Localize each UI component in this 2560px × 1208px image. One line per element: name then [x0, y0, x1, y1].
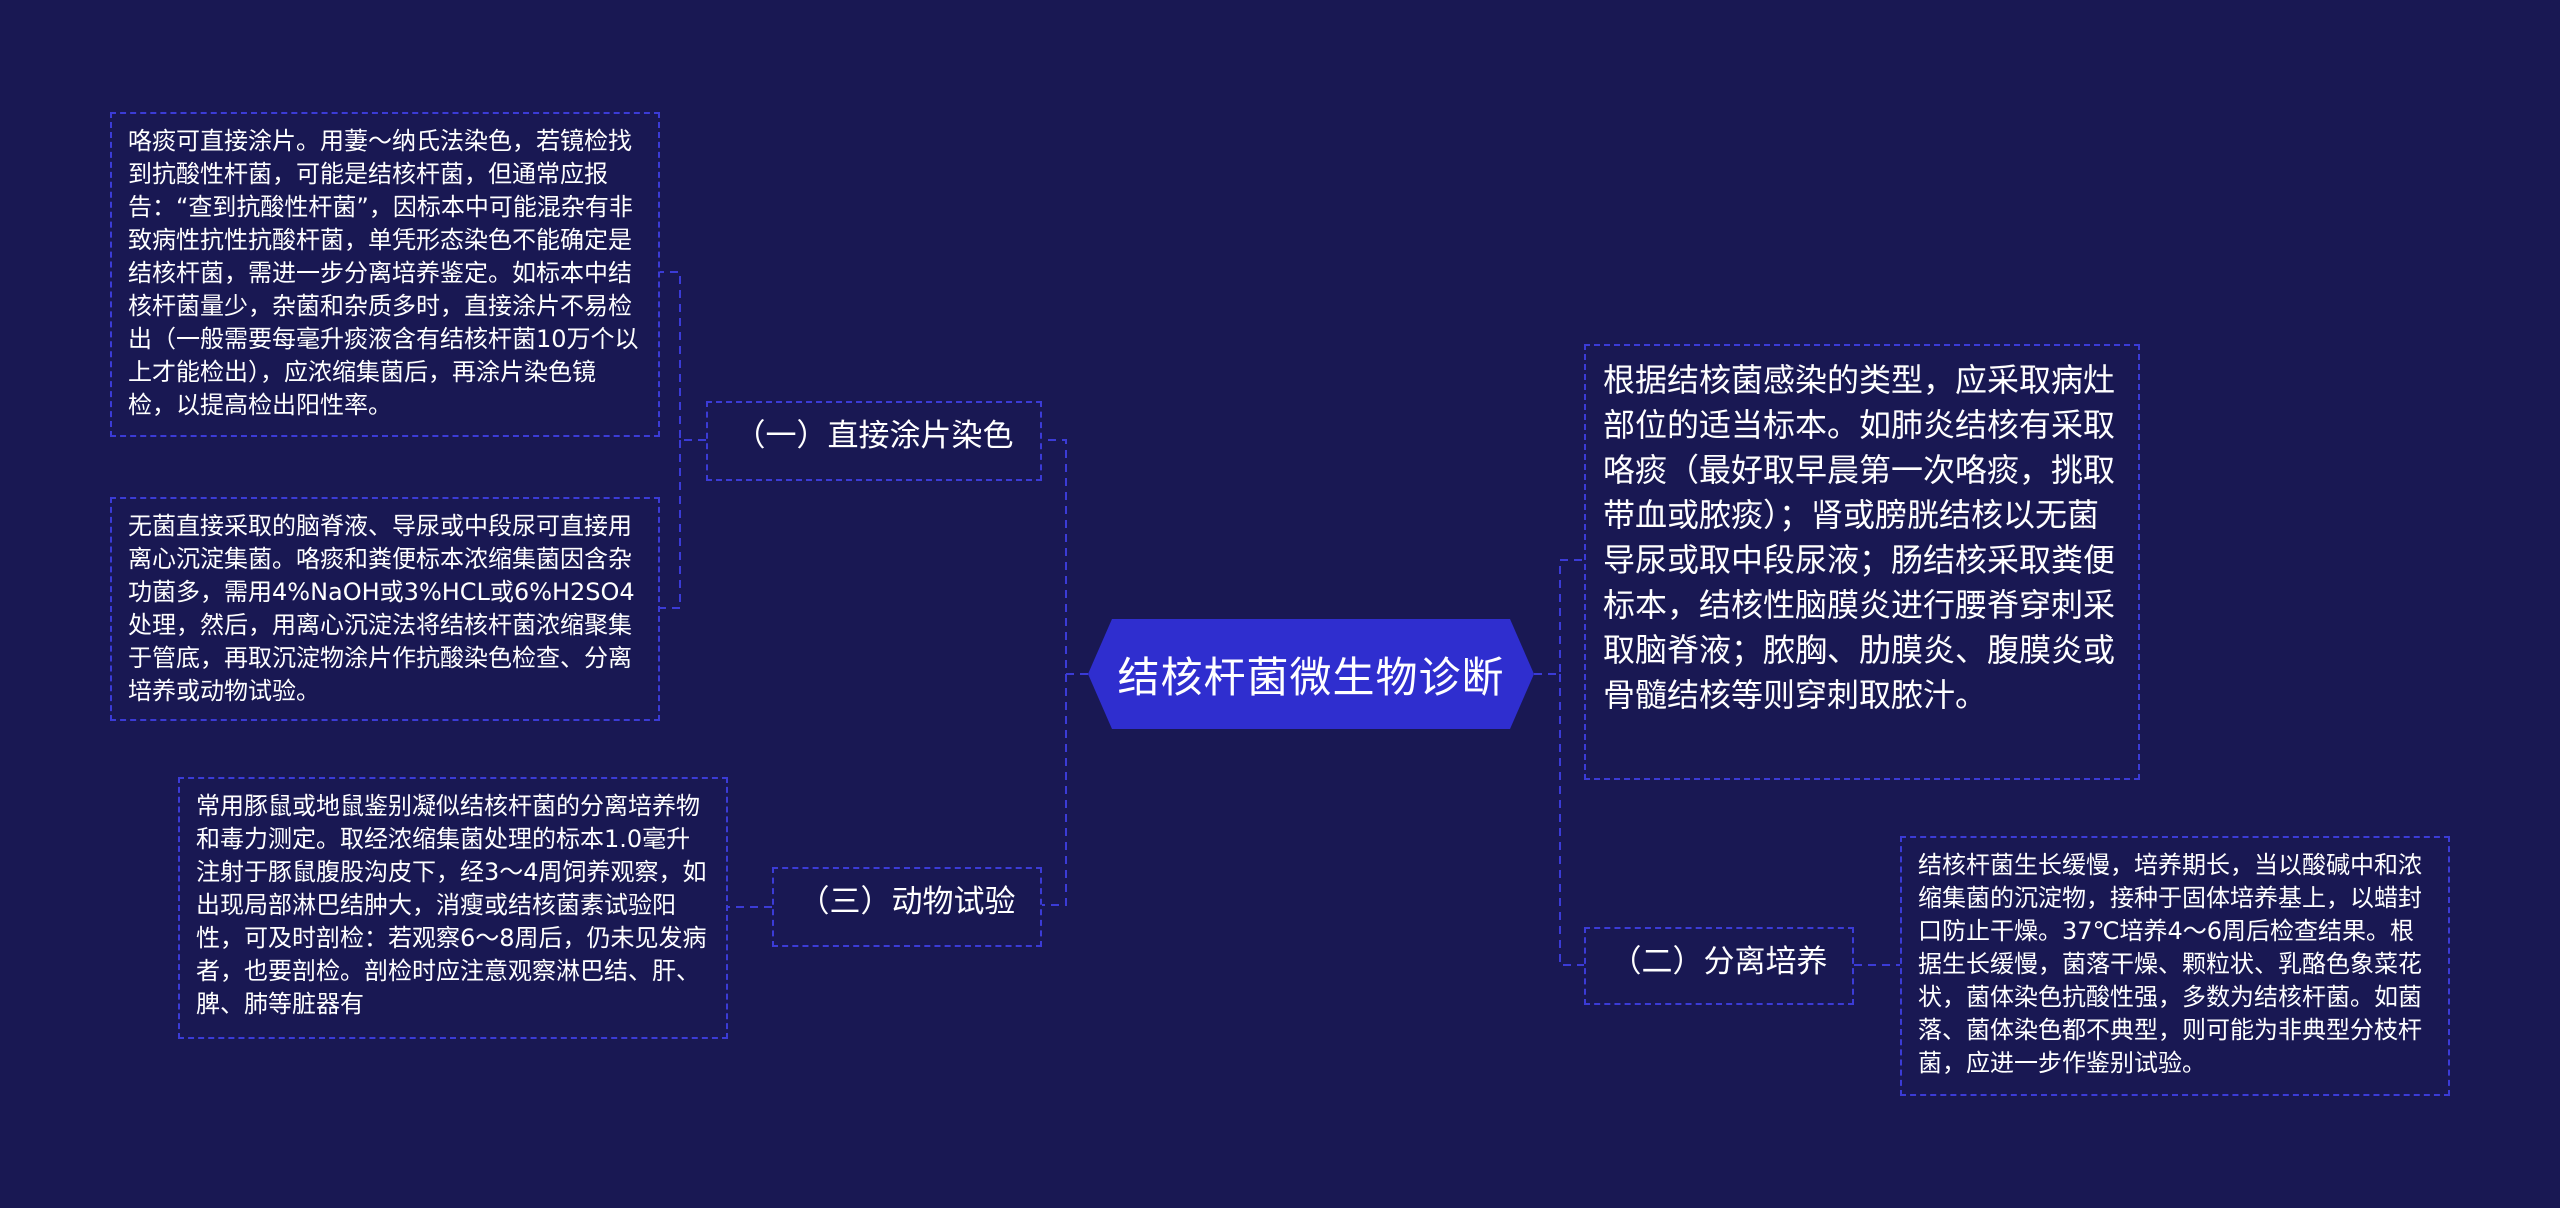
- leaf-direct-smear-detail[interactable]: 咯痰可直接涂片。用萋～纳氏法染色，若镜检找到抗酸性杆菌，可能是结核杆菌，但通常应…: [110, 112, 660, 437]
- connector: [1042, 674, 1067, 906]
- leaf-culture-detail[interactable]: 结核杆菌生长缓慢，培养期长，当以酸碱中和浓缩集菌的沉淀物，接种于固体培养基上，以…: [1900, 836, 2450, 1096]
- connector: [1559, 674, 1584, 966]
- connector: [660, 271, 706, 441]
- branch-direct-smear-staining[interactable]: （一）直接涂片染色: [706, 401, 1042, 481]
- note-specimen-collection[interactable]: 根据结核菌感染的类型，应采取病灶部位的适当标本。如肺炎结核有采取咯痰（最好取早晨…: [1584, 344, 2140, 780]
- leaf-animal-test-detail[interactable]: 常用豚鼠或地鼠鉴别凝似结核杆菌的分离培养物和毒力测定。取经浓缩集菌处理的标本1.…: [178, 777, 728, 1039]
- connector: [660, 440, 681, 609]
- branch-animal-test[interactable]: （三）动物试验: [772, 867, 1042, 947]
- connector: [1534, 559, 1584, 675]
- branch-isolation-culture[interactable]: （二）分离培养: [1584, 927, 1854, 1005]
- root-topic[interactable]: 结核杆菌微生物诊断: [1088, 619, 1534, 729]
- connector: [1042, 439, 1088, 675]
- leaf-concentration-detail[interactable]: 无菌直接采取的脑脊液、导尿或中段尿可直接用离心沉淀集菌。咯痰和粪便标本浓缩集菌因…: [110, 497, 660, 721]
